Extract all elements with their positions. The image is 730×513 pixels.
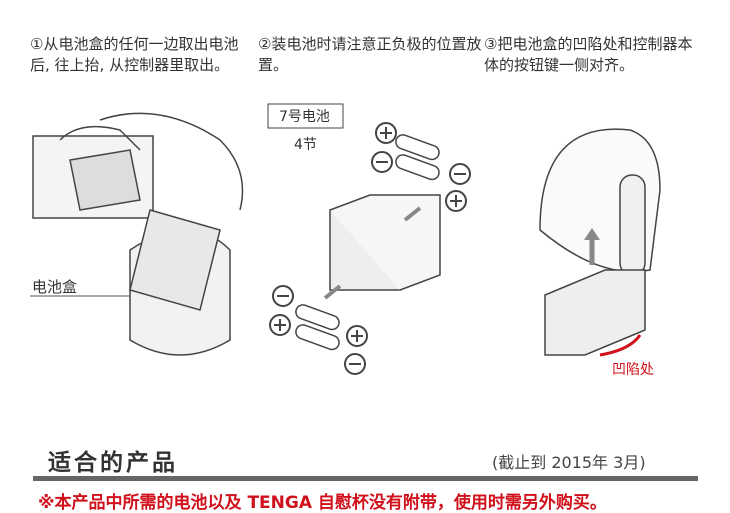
- step-3-instruction: ③把电池盒的凹陷处和控制器本体的按钮键一侧对齐。: [484, 35, 693, 74]
- section-title: 适合的产品: [48, 450, 178, 476]
- step-1-instruction: ①从电池盒的任何一边取出电池后, 往上抬, 从控制器里取出。: [30, 35, 239, 74]
- recess-label: 凹陷处: [612, 362, 654, 378]
- battery-count-label: 4节: [294, 137, 317, 153]
- date-note: (截止到 2015年 3月): [492, 453, 646, 472]
- notice-text: ※本产品中所需的电池以及 TENGA 自慰杯没有附带，使用时需另外购买。: [38, 493, 607, 513]
- step-2-instruction: ②装电池时请注意正负极的位置放置。: [258, 35, 482, 74]
- step3-illustration: [539, 128, 661, 357]
- step1-illustration: [32, 112, 244, 356]
- battery-type-label: 7号电池: [279, 109, 330, 125]
- section-divider: [33, 476, 698, 481]
- step2-illustration: [267, 103, 471, 375]
- battery-box-label: 电池盒: [32, 278, 78, 296]
